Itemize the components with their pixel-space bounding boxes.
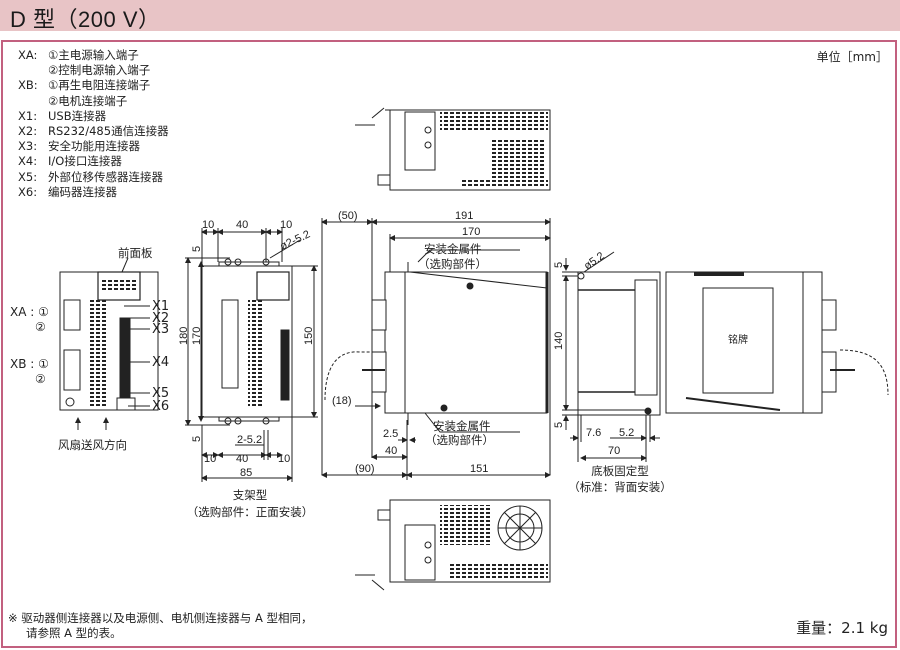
dim-text: 5.2 xyxy=(619,427,634,439)
legend-item: X4:I/O接口连接器 xyxy=(18,154,122,169)
dim-text: 191 xyxy=(455,210,473,222)
dim-text: 5 xyxy=(553,422,565,428)
dim-text: (18) xyxy=(332,395,352,407)
dim-text: 10 xyxy=(278,453,290,465)
bracket-subcaption: （选购部件：正面安装） xyxy=(186,505,314,519)
rear-view xyxy=(665,271,889,414)
xb2-label: ② xyxy=(35,372,46,386)
dim-text: (50) xyxy=(338,210,358,222)
base-caption: 底板固定型 xyxy=(591,464,649,478)
x1-label: X1 xyxy=(152,299,170,314)
dim-text: 85 xyxy=(240,467,252,479)
legend-item: X2:RS232/485通信连接器 xyxy=(18,124,169,139)
side-view xyxy=(321,218,551,480)
top-view xyxy=(355,107,551,191)
bracket-caption: 支架型 xyxy=(232,488,268,502)
fan-direction-label: 风扇送风方向 xyxy=(58,438,127,452)
nameplate-label: 铭牌 xyxy=(728,333,748,346)
dim-text: 5 xyxy=(191,246,203,252)
legend-item: XB:①再生电阻连接端子 xyxy=(18,78,151,93)
dim-text: ø2-5.2 xyxy=(278,228,312,252)
legend-item: ②电机连接端子 xyxy=(48,93,128,108)
dim-text: 10 xyxy=(202,219,214,231)
dim-text: 140 xyxy=(553,332,565,350)
base-view xyxy=(562,251,661,462)
weight-label: 重量：2.1 kg xyxy=(796,619,888,637)
unit-label: 单位［mm］ xyxy=(816,50,888,64)
xb1-label: XB : ① xyxy=(10,357,49,371)
legend-item: ②控制电源输入端子 xyxy=(48,63,151,78)
dim-text: (90) xyxy=(355,463,375,475)
page-title: D 型（200 V） xyxy=(10,7,161,32)
bracket-bottom-label: 安装金属件 xyxy=(433,419,491,433)
xa1-label: XA : ① xyxy=(10,305,49,319)
front-panel-label: 前面板 xyxy=(118,246,153,260)
bottom-view xyxy=(355,499,551,591)
dim-text: 10 xyxy=(204,453,216,465)
footnote: ※ 驱动器侧连接器以及电源侧、电机侧连接器与 A 型相同， 请参照 A 型的表。 xyxy=(8,611,312,641)
x6-label: X6 xyxy=(152,399,170,414)
legend-item: XA:①主电源输入端子 xyxy=(18,48,139,62)
bracket-top-sublabel: （选购部件） xyxy=(418,257,487,271)
bracket-bottom-sublabel: （选购部件） xyxy=(425,433,494,447)
dim-text: 170 xyxy=(191,327,203,345)
legend-item: X1:USB连接器 xyxy=(18,108,107,123)
drawing-frame xyxy=(1,40,897,648)
dim-text: 40 xyxy=(236,453,248,465)
dim-text: 2-5.2 xyxy=(237,434,262,446)
x4-label: X4 xyxy=(152,355,170,370)
connector-legend: XA:①主电源输入端子 ②控制电源输入端子 XB:①再生电阻连接端子 ②电机连接… xyxy=(18,48,169,200)
dim-text: 5 xyxy=(191,436,203,442)
x5-label: X5 xyxy=(152,386,170,401)
dim-text: 151 xyxy=(470,463,488,475)
dim-text: 40 xyxy=(385,445,397,457)
dim-text: 150 xyxy=(303,327,315,345)
dim-text: 180 xyxy=(178,327,190,345)
dim-text: 170 xyxy=(462,226,480,238)
xa2-label: ② xyxy=(35,320,46,334)
bracket-top-label: 安装金属件 xyxy=(424,242,482,256)
base-subcaption: （标准：背面安装） xyxy=(568,480,672,494)
x3-label: X3 xyxy=(152,322,170,337)
legend-item: X3:安全功能用连接器 xyxy=(18,139,140,154)
dim-text: 5 xyxy=(553,262,565,268)
dim-text: 2.5 xyxy=(383,428,398,440)
dim-text: 7.6 xyxy=(586,427,601,439)
dim-text: ø5.2 xyxy=(582,250,607,272)
dim-text: 40 xyxy=(236,219,248,231)
legend-item: X6:编码器连接器 xyxy=(18,184,117,199)
dim-text: 10 xyxy=(280,219,292,231)
bracket-view xyxy=(185,228,318,482)
x2-label: X2 xyxy=(152,311,170,326)
footnote-line-1: ※ 驱动器侧连接器以及电源侧、电机侧连接器与 A 型相同， xyxy=(8,611,313,625)
front-view xyxy=(59,257,159,430)
legend-item: X5:外部位移传感器连接器 xyxy=(18,169,163,184)
footnote-line-2: 请参照 A 型的表。 xyxy=(26,626,122,640)
title-bar: D 型（200 V） xyxy=(0,0,900,32)
dim-text: 70 xyxy=(608,445,620,457)
